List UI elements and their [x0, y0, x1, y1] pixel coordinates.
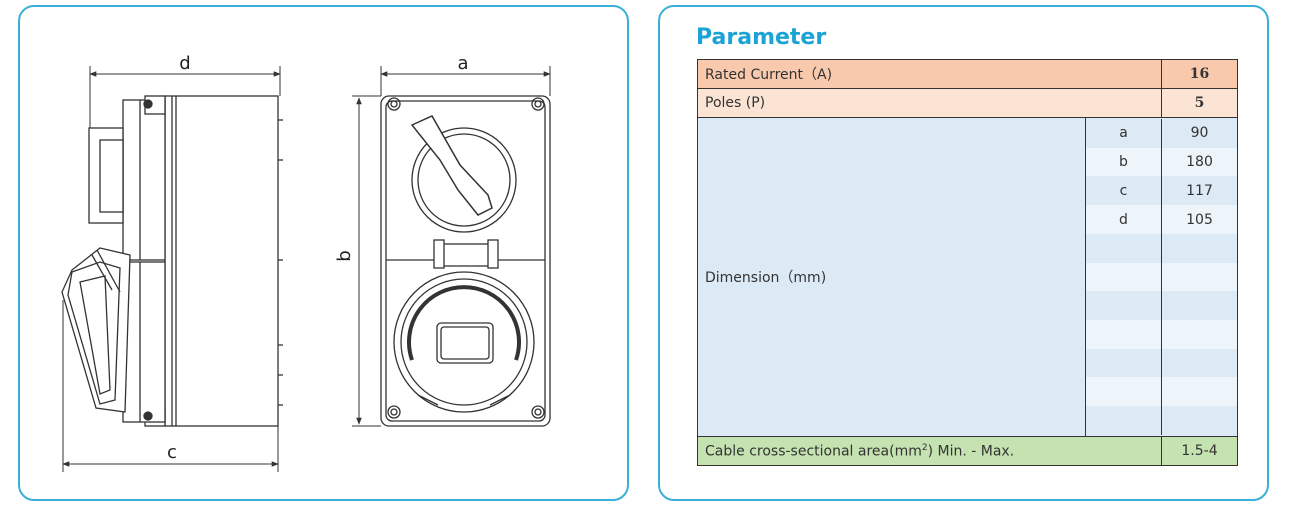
- cable-value: 1.5-4: [1161, 436, 1238, 466]
- table-row-empty: [1086, 320, 1237, 349]
- table-row-empty: [1086, 348, 1237, 378]
- rated-current-label: Rated Current（A): [697, 59, 1162, 89]
- dimension-lines: [62, 66, 551, 472]
- screw-top-left: [387, 97, 401, 111]
- table-row-empty: [1086, 377, 1237, 407]
- cable-label: Cable cross-sectional area(mm2) Min. - M…: [697, 436, 1162, 466]
- front-view: [380, 95, 551, 427]
- table-row-empty: [1086, 262, 1237, 292]
- dim-label-a: a: [457, 53, 468, 74]
- table-row-rated-current: Rated Current（A) 16: [697, 59, 1238, 89]
- dim-label-d: d: [179, 53, 190, 74]
- table-row-empty: [1086, 406, 1237, 435]
- dim-label-c: c: [167, 442, 177, 463]
- dim-key: d: [1086, 205, 1162, 234]
- dim-key: a: [1086, 119, 1162, 148]
- table-row-cable: Cable cross-sectional area(mm2) Min. - M…: [697, 436, 1238, 466]
- dim-value: 117: [1161, 176, 1237, 206]
- cable-label-post: ) Min. - Max.: [927, 443, 1015, 460]
- dim-label-b: b: [334, 250, 355, 261]
- cable-label-pre: Cable cross-sectional area(mm: [705, 443, 922, 460]
- screw-bottom-right: [531, 405, 545, 419]
- side-view: [61, 95, 283, 427]
- dim-value: 180: [1161, 147, 1237, 177]
- dim-value: 90: [1161, 119, 1237, 148]
- table-row-empty: [1086, 291, 1237, 321]
- table-row-empty: [1086, 233, 1237, 263]
- cable-label-sup: 2: [921, 442, 928, 453]
- rated-current-value: 16: [1161, 59, 1238, 89]
- parameter-table: Rated Current（A) 16 Poles (P) 5 Dimensio…: [697, 59, 1238, 466]
- dim-key: c: [1086, 176, 1162, 206]
- poles-value: 5: [1161, 88, 1238, 118]
- table-row-poles: Poles (P) 5: [697, 88, 1238, 118]
- dim-key: b: [1086, 147, 1162, 177]
- screw-top-right: [531, 97, 545, 111]
- parameter-title: Parameter: [696, 25, 827, 50]
- dim-value: 105: [1161, 205, 1237, 234]
- dimension-label: Dimension（mm): [697, 117, 1086, 437]
- screw-bottom-left: [387, 405, 401, 419]
- poles-label: Poles (P): [697, 88, 1162, 118]
- technical-drawing: d a b c: [61, 53, 551, 472]
